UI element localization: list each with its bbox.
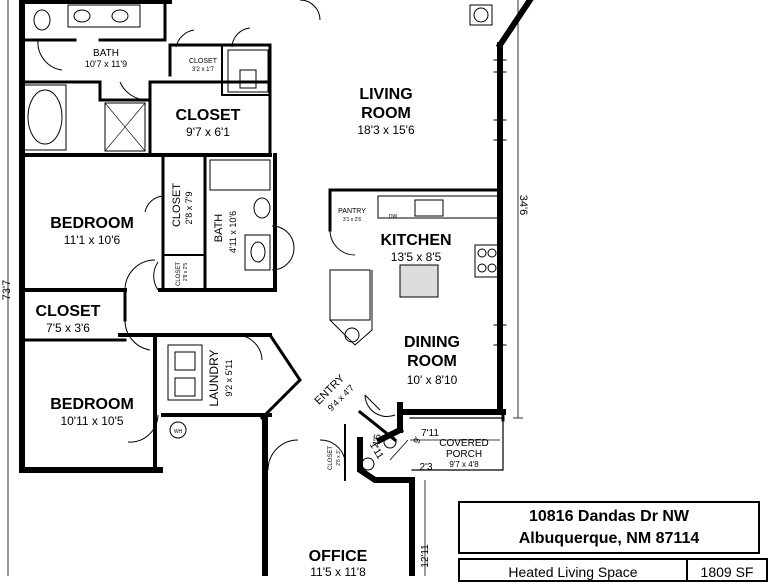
area-value: 1809 SF — [700, 564, 754, 580]
dining-dims: 10' x 8'10 — [407, 373, 458, 387]
closet-tiny-name: CLOSET — [176, 262, 182, 286]
pantry-name: PANTRY — [338, 208, 366, 215]
closet-left-dims: 7'5 x 3'6 — [46, 321, 90, 335]
living-name-1: LIVING — [359, 86, 412, 103]
porch-name-2: PORCH — [446, 449, 482, 460]
door-swings — [37, 0, 396, 471]
bath-mid-name: BATH — [213, 214, 225, 243]
bath-top-dims: 10'7 x 11'9 — [85, 59, 127, 69]
dining-name-2: ROOM — [407, 353, 457, 370]
bedroom2-dims: 10'11 x 10'5 — [60, 414, 123, 428]
counter — [377, 195, 499, 219]
closet-main-dims: 9'7 x 6'1 — [186, 125, 230, 139]
sink — [244, 234, 271, 271]
washer-dryer — [167, 344, 203, 401]
address-box: 10816 Dandas Dr NW Albuquerque, NM 87114 — [458, 501, 760, 554]
closet-vert-dims: 2'8 x 7'9 — [184, 192, 194, 225]
closet-entry-dims: 2'6 x 3' — [336, 450, 342, 466]
dim-right-height: 34'6 — [517, 195, 529, 215]
closet-small-top-dims: 3'2 x 1'7 — [192, 67, 215, 73]
office-name: OFFICE — [309, 548, 368, 565]
area-label: Heated Living Space — [460, 560, 688, 580]
dim-entry-a: 4'5 — [371, 433, 384, 448]
closet-main-name: CLOSET — [176, 107, 241, 124]
laundry-dims: 9'2 x 5'11 — [224, 359, 234, 396]
porch-name-1: COVERED — [439, 438, 488, 449]
bedroom1-dims: 11'1 x 10'6 — [64, 233, 121, 247]
area-row: Heated Living Space 1809 SF — [458, 558, 768, 582]
closet-tiny-dims: 2'8 x 2'5 — [183, 263, 189, 282]
water-heater — [169, 421, 187, 439]
sink — [111, 9, 129, 23]
porch-dims: 9'7 x 4'8 — [449, 460, 479, 469]
bathtub — [23, 84, 67, 151]
stove — [474, 244, 499, 278]
laundry-name: LAUNDRY — [207, 349, 221, 406]
vanity — [67, 4, 141, 28]
sink — [73, 9, 91, 23]
dimension-lines — [7, 0, 523, 576]
closet-vert-name: CLOSET — [171, 183, 183, 227]
closet-entry-name: CLOSET — [328, 446, 334, 470]
dim-porch-depth: 9' — [411, 435, 423, 445]
dishwasher-label: DW — [389, 214, 398, 220]
room-labels: BATH 10'7 x 11'9 CLOSET 3'2 x 1'7 CLOSET… — [36, 48, 489, 576]
bathtub — [209, 159, 271, 191]
kitchen-name: KITCHEN — [380, 232, 451, 249]
bath-mid-dims: 4'11 x 10'6 — [228, 211, 238, 253]
bedroom2-name: BEDROOM — [50, 396, 134, 413]
dim-left-height: 73'7 — [1, 280, 13, 300]
bath-top-name: BATH — [93, 48, 119, 59]
bedroom1-name: BEDROOM — [50, 215, 134, 232]
address-line-2: Albuquerque, NM 87114 — [518, 530, 700, 547]
office-dims: 11'5 x 11'8 — [310, 565, 366, 576]
water-heater-label: WH — [174, 429, 183, 435]
living-name-2: ROOM — [361, 105, 411, 122]
dim-porch-width: 7'11 — [421, 428, 439, 439]
dimension-labels: 34'6 73'7 7'11 9' 4'5 1'11 2'3 12'11 — [1, 195, 529, 568]
toilet — [253, 197, 271, 219]
shower — [104, 102, 146, 152]
pantry-dims: 3'1 x 2'6 — [343, 217, 362, 223]
address-line-1: 10816 Dandas Dr NW — [528, 508, 690, 525]
dining-name-1: DINING — [404, 334, 460, 351]
toilet — [33, 9, 51, 31]
kitchen-island — [399, 264, 439, 298]
fixtures — [23, 4, 499, 471]
dim-office-ext: 12'11 — [420, 544, 431, 568]
closet-left-name: CLOSET — [36, 303, 101, 320]
dim-entry-c: 2'3 — [419, 462, 432, 473]
title-block: 10816 Dandas Dr NW Albuquerque, NM 87114… — [458, 501, 768, 582]
kitchen-dims: 13'5 x 8'5 — [391, 250, 442, 264]
closet-small-top-name: CLOSET — [189, 58, 218, 65]
refrigerator — [329, 269, 371, 321]
walls — [19, 0, 534, 576]
living-dims: 18'3 x 15'6 — [357, 123, 415, 137]
toilet — [239, 69, 257, 89]
kitchen-sink — [414, 199, 444, 217]
